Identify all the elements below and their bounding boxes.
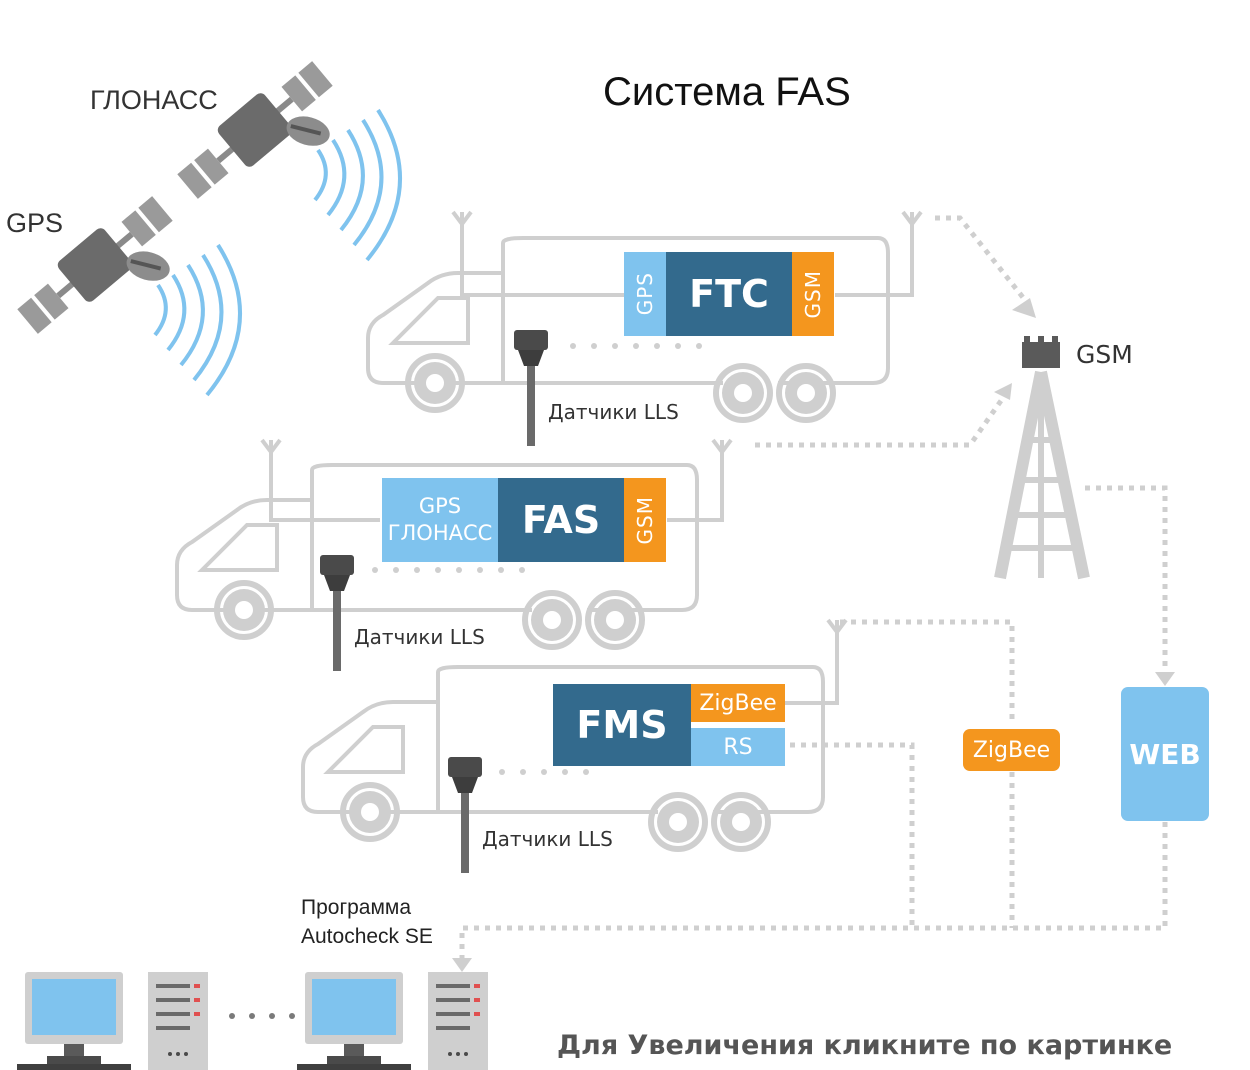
fas-gsm-label: GSM [633, 495, 657, 545]
fms-module: FMS [553, 684, 691, 766]
fms-rs-module: RS [691, 728, 785, 766]
software-label: Программа Autocheck SE [301, 893, 433, 951]
lls-sensor-label: Датчики LLS [482, 827, 613, 851]
ftc-gsm-module: GSM [792, 252, 834, 336]
truck-fms [303, 618, 848, 849]
software-label-line2: Autocheck SE [301, 925, 433, 948]
fas-glonass-label: ГЛОНАСС [387, 521, 493, 545]
zigbee-node: ZigBee [963, 729, 1060, 771]
fas-gps-glonass-module: GPS ГЛОНАСС [382, 478, 498, 562]
glonass-label: ГЛОНАСС [90, 85, 218, 115]
gps-satellite-icon [8, 186, 242, 397]
truck-ftc [368, 210, 923, 420]
ftc-gps-module: GPS [624, 252, 666, 336]
web-node: WEB [1121, 687, 1209, 821]
gsm-tower-icon [994, 336, 1090, 580]
lls-sensor-icon [320, 555, 354, 671]
truck-fas [177, 438, 733, 647]
fas-module: FAS [498, 478, 624, 562]
lls-sensor-label: Датчики LLS [548, 400, 679, 424]
ftc-gps-label: GPS [633, 272, 657, 316]
software-label-line1: Программа [301, 896, 412, 919]
diagram-title: Система FAS [603, 70, 851, 114]
connection-lines [459, 215, 1168, 958]
gsm-tower-label: GSM [1076, 340, 1133, 369]
fas-gsm-module: GSM [624, 478, 666, 562]
gps-label: GPS [6, 208, 64, 238]
lls-sensor-label: Датчики LLS [354, 625, 485, 649]
ftc-gsm-label: GSM [801, 269, 825, 319]
lls-sensor-icon [448, 757, 482, 873]
lls-sensor-icon [514, 330, 548, 446]
fas-gps-label: GPS [418, 494, 462, 518]
glonass-satellite-icon [168, 51, 402, 262]
ftc-module: FTC [666, 252, 792, 336]
workstations [17, 972, 494, 1070]
fms-zigbee-module: ZigBee [691, 684, 785, 722]
enlarge-hint-link[interactable]: Для Увеличения кликните по картинке [557, 1030, 1173, 1061]
